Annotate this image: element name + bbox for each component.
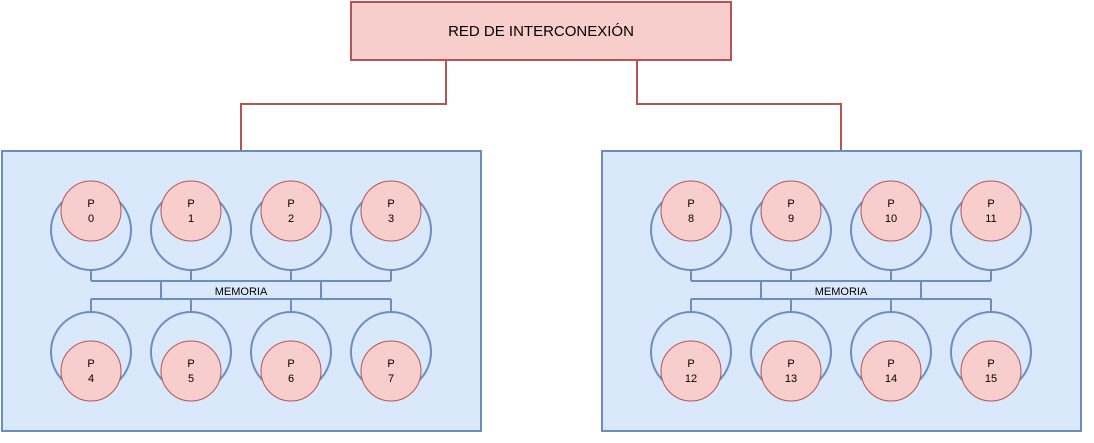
interconnection-network-box [350,1,732,61]
processor-2 [260,180,322,242]
processor-6 [260,340,322,402]
processor-letter: P [787,198,794,210]
processor-number: 9 [788,213,794,225]
processor-number: 12 [685,373,697,385]
processor-letter: P [687,198,694,210]
processor-number: 14 [885,373,897,385]
processor-letter: P [187,358,194,370]
processor-number: 5 [188,373,194,385]
processor-letter: P [787,358,794,370]
processor-11 [960,180,1022,242]
processor-8 [660,180,722,242]
network-link-right [636,61,842,151]
memory-label-0: MEMORIA [215,286,268,298]
processor-number: 0 [88,213,94,225]
processor-14 [860,340,922,402]
processor-number: 13 [785,373,797,385]
processor-0 [60,180,122,242]
interconnection-network-label: RED DE INTERCONEXIÓN [448,23,634,40]
processor-15 [960,340,1022,402]
processor-number: 2 [288,213,294,225]
processor-number: 15 [985,373,997,385]
processor-number: 7 [388,373,394,385]
processor-4 [60,340,122,402]
processor-12 [660,340,722,402]
processor-1 [160,180,222,242]
processor-number: 1 [188,213,194,225]
processor-13 [760,340,822,402]
processor-3 [360,180,422,242]
processor-7 [360,340,422,402]
processor-letter: P [887,358,894,370]
processor-number: 8 [688,213,694,225]
node-contents: MEMORIAP0P1P2P3P4P5P6P7MEMORIAP8P9P10P11… [50,180,1032,402]
processor-number: 11 [985,213,996,225]
processor-letter: P [987,198,994,210]
processor-letter: P [187,198,194,210]
processor-number: 3 [388,213,394,225]
memory-label-1: MEMORIA [815,286,868,298]
processor-letter: P [287,358,294,370]
processor-letter: P [387,358,394,370]
processor-letter: P [387,198,394,210]
processor-5 [160,340,222,402]
processor-10 [860,180,922,242]
processor-letter: P [87,198,94,210]
processor-letter: P [87,358,94,370]
processor-letter: P [287,198,294,210]
processor-9 [760,180,822,242]
processor-letter: P [987,358,994,370]
processor-number: 10 [885,213,897,225]
processor-letter: P [887,198,894,210]
processor-number: 4 [88,373,94,385]
processor-letter: P [687,358,694,370]
processor-number: 6 [288,373,294,385]
network-link-left [240,61,447,151]
